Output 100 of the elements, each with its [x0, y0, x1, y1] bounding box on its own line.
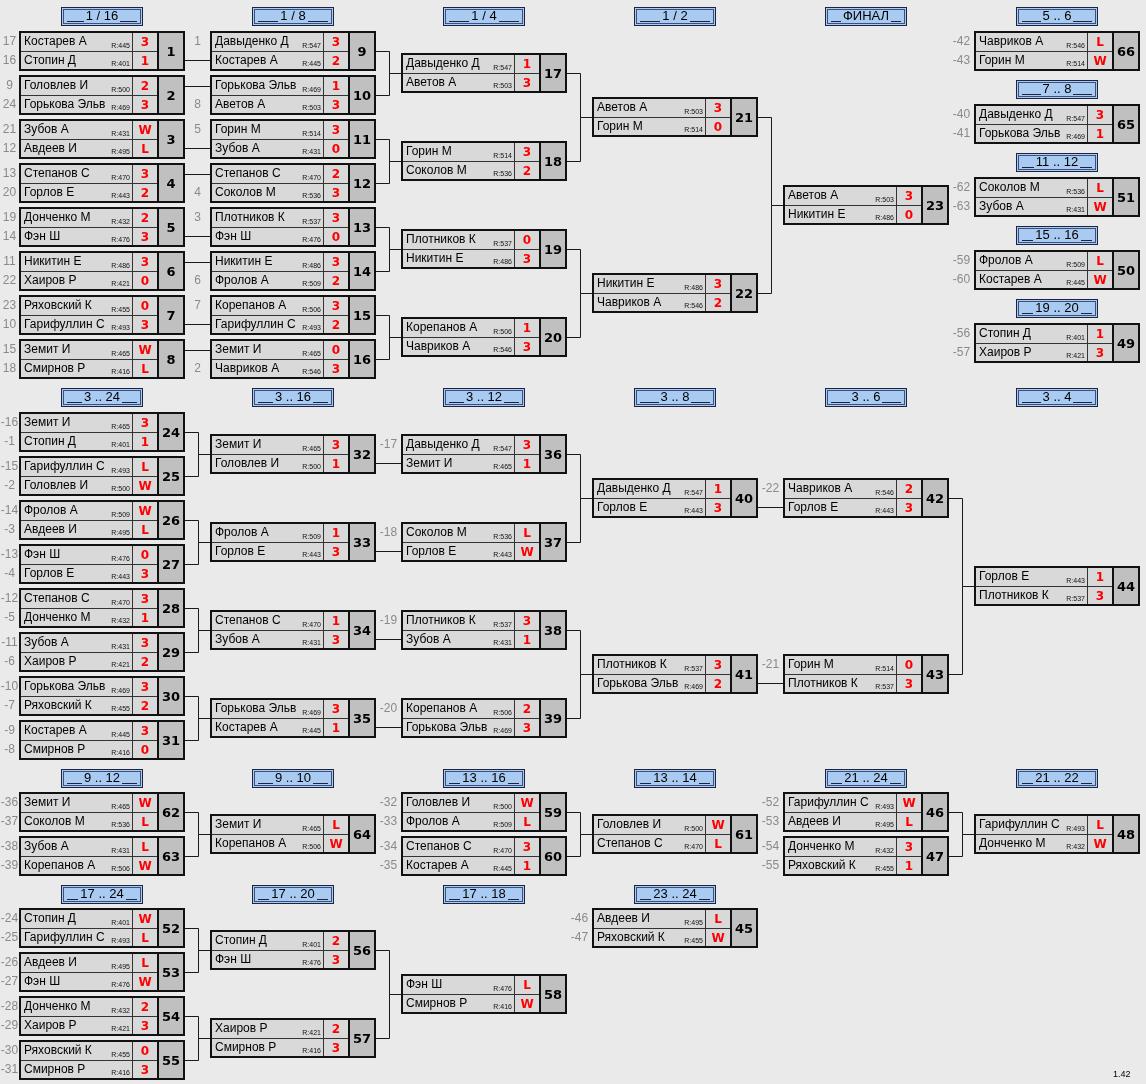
- bracket-line: [184, 718, 211, 741]
- match-number: 60: [539, 838, 565, 874]
- seed-number: -11: [0, 634, 19, 651]
- player-name: Фролов А: [214, 524, 269, 541]
- player-name: Головлев И: [596, 816, 662, 833]
- match-number: 8: [157, 341, 183, 377]
- seed-number: -46: [569, 910, 590, 927]
- player-name: Авдеев И: [23, 954, 77, 971]
- player-name: Земит И: [405, 455, 453, 472]
- seed-number: -21: [760, 656, 781, 673]
- player-name: Смирнов Р: [214, 1039, 277, 1056]
- player-name: Никитин Е: [214, 253, 273, 270]
- match-number: 61: [730, 816, 756, 852]
- player-name: Ряховский К: [23, 1042, 92, 1059]
- seed-number: 12: [1, 140, 18, 157]
- player-row: [403, 542, 539, 560]
- player-name: Давыденко Д: [596, 480, 671, 497]
- player-name: Корепанов А: [214, 297, 287, 314]
- seed-number: 23: [1, 297, 18, 314]
- seed-number: -56: [951, 325, 972, 342]
- seed-number: 5: [193, 121, 202, 138]
- bracket-line: [566, 498, 593, 543]
- player-name: Костарев А: [214, 719, 278, 736]
- player-name: Горькова Эльв: [978, 125, 1061, 142]
- player-row: [785, 674, 921, 692]
- player-name: Смирнов Р: [405, 995, 468, 1012]
- round-header: 23 .. 24: [634, 885, 716, 904]
- player-name: Фэн Ш: [214, 228, 252, 245]
- player-name: Донченко М: [787, 838, 855, 855]
- player-name: Стопин Д: [23, 433, 76, 450]
- seed-number: -36: [0, 794, 19, 811]
- player-name: Земит И: [23, 341, 71, 358]
- seed-number: 16: [1, 52, 18, 69]
- player-row: [403, 454, 539, 472]
- player-name: Горлов Е: [978, 568, 1030, 585]
- player-row: [212, 834, 348, 852]
- player-name: Хаиров Р: [23, 653, 77, 670]
- match-number: 62: [157, 794, 183, 830]
- match-number: 35: [348, 700, 374, 736]
- match-number: 5: [157, 209, 183, 245]
- match-number: 3: [157, 121, 183, 157]
- round-header: 3 .. 6: [825, 388, 907, 407]
- match-box: [210, 522, 376, 562]
- seed-number: -60: [951, 271, 972, 288]
- round-header: 13 .. 16: [443, 769, 525, 788]
- player-name: Фролов А: [978, 252, 1033, 269]
- player-name: Земит И: [23, 794, 71, 811]
- match-number: 41: [730, 656, 756, 692]
- player-row: [403, 630, 539, 648]
- player-name: Хаиров Р: [23, 1017, 77, 1034]
- player-name: Ряховский К: [787, 857, 856, 874]
- player-row: [403, 161, 539, 179]
- player-name: Соколов М: [405, 162, 467, 179]
- seed-number: -47: [569, 929, 590, 946]
- match-number: 16: [348, 341, 374, 377]
- seed-number: 7: [193, 297, 202, 314]
- match-number: 48: [1112, 816, 1138, 852]
- player-name: Плотников К: [978, 587, 1049, 604]
- match-number: 19: [539, 231, 565, 267]
- player-name: Гарифуллин С: [978, 816, 1060, 833]
- match-box: [401, 53, 567, 93]
- player-name: Горькова Эльв: [214, 700, 297, 717]
- match-box: [210, 698, 376, 738]
- player-name: Чавриков А: [596, 294, 662, 311]
- match-number: 2: [157, 77, 183, 113]
- match-number: 39: [539, 700, 565, 736]
- round-header: 3 .. 8: [634, 388, 716, 407]
- match-box: [592, 97, 758, 137]
- match-number: 4: [157, 165, 183, 201]
- player-name: Головлев И: [214, 455, 280, 472]
- bracket-line: [375, 161, 402, 184]
- player-name: Донченко М: [978, 835, 1046, 852]
- player-name: Донченко М: [23, 998, 91, 1015]
- bracket-line: [375, 994, 402, 1039]
- player-name: Давыденко Д: [978, 106, 1053, 123]
- seed-number: -17: [378, 436, 399, 453]
- player-name: Смирнов Р: [23, 1061, 86, 1078]
- match-number: 22: [730, 275, 756, 311]
- match-number: 23: [921, 187, 947, 223]
- match-number: 6: [157, 253, 183, 289]
- match-number: 1: [157, 33, 183, 69]
- player-name: Ряховский К: [23, 697, 92, 714]
- match-number: 36: [539, 436, 565, 472]
- seed-number: 8: [193, 96, 202, 113]
- player-name: Плотников К: [596, 656, 667, 673]
- player-row: [403, 73, 539, 91]
- player-row: [976, 834, 1112, 852]
- bracket-line: [375, 337, 402, 360]
- seed-number: 15: [1, 341, 18, 358]
- player-name: Стопин Д: [23, 910, 76, 927]
- seed-number: -54: [760, 838, 781, 855]
- match-number: 44: [1112, 568, 1138, 604]
- seed-number: -40: [951, 106, 972, 123]
- player-name: Чавриков А: [405, 338, 471, 355]
- match-number: 65: [1112, 106, 1138, 142]
- match-number: 64: [348, 816, 374, 852]
- round-header: 17 .. 18: [443, 885, 525, 904]
- player-name: Зубов А: [23, 838, 69, 855]
- round-header: 7 .. 8: [1016, 80, 1098, 99]
- player-name: Горькова Эльв: [596, 675, 679, 692]
